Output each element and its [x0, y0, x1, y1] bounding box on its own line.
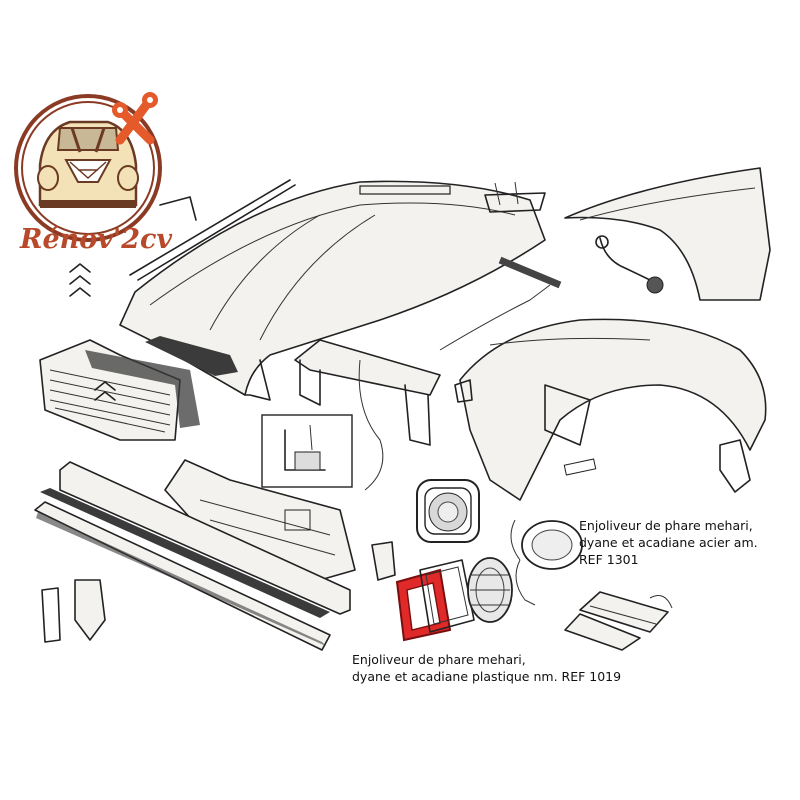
headlight-lamp-unit — [467, 557, 513, 623]
small-clip — [371, 541, 396, 581]
hinge-strip — [484, 181, 562, 289]
callout-1301-line-1: Enjoliveur de phare mehari, — [579, 518, 753, 533]
headlight-bezel-plastic — [395, 568, 452, 642]
wrench-icon — [112, 92, 158, 145]
front-bumper — [34, 461, 351, 651]
callout-ref-1019: Enjoliveur de phare mehari, dyane et aca… — [352, 651, 621, 685]
callout-1019-line-1: Enjoliveur de phare mehari, — [352, 652, 526, 667]
bonnet-cable — [439, 284, 551, 351]
indicator-lamps — [564, 591, 673, 651]
callout-ref-1301: Enjoliveur de phare mehari, dyane et aca… — [579, 517, 758, 568]
front-grille — [39, 339, 200, 441]
bumper-bracket — [41, 579, 106, 643]
front-apron-panel — [164, 459, 356, 581]
bonnet-lock-inset — [261, 414, 353, 488]
chevron-logo-icon — [69, 263, 91, 297]
headlight-ring — [419, 559, 475, 633]
callout-1301-line-3: REF 1301 — [579, 552, 639, 567]
callout-1019-line-2: dyane et acadiane plastique nm. REF 1019 — [352, 669, 622, 684]
headlight-bezel-steel — [416, 479, 480, 543]
bonnet-seal-strip — [129, 179, 296, 281]
logo-brand-text: Rénov'2cv — [19, 224, 172, 255]
front-wing-upper — [564, 167, 771, 301]
headlight-housing — [510, 519, 583, 606]
front-crossmember — [294, 339, 441, 491]
bonnet-part — [119, 180, 546, 401]
front-wing-lower — [454, 318, 767, 501]
callout-1301-line-2: dyane et acadiane acier am. — [579, 535, 758, 550]
